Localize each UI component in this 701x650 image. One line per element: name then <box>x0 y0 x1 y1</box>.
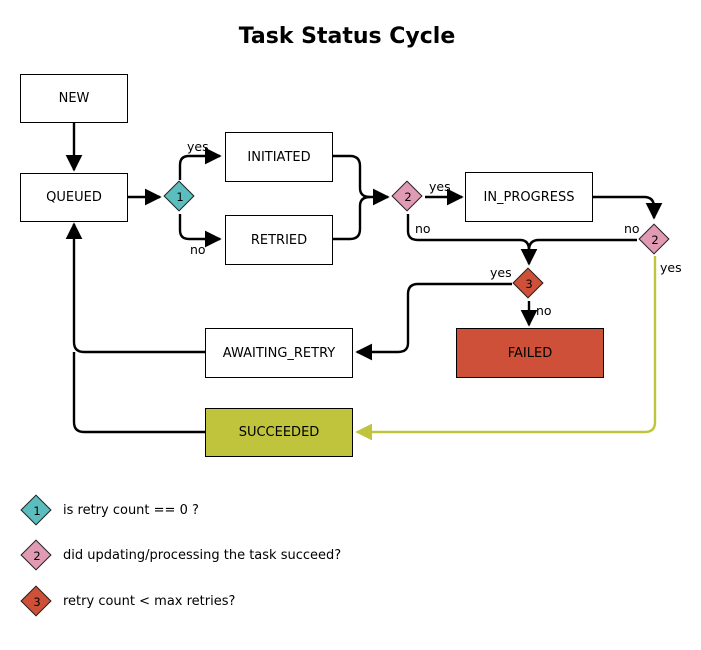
edge-label-d2b-yes: yes <box>660 260 682 275</box>
state-retried: RETRIED <box>225 215 333 265</box>
state-failed-label: FAILED <box>507 345 553 361</box>
legend-diamond-3: 3 <box>20 585 54 619</box>
legend-text-1: is retry count == 0 ? <box>63 503 199 518</box>
state-awaiting-retry-label: AWAITING_RETRY <box>222 345 336 361</box>
edge-d3-awaiting-retry <box>355 282 512 361</box>
edge-d2b-d3 <box>527 238 637 251</box>
decision-2-update-succeeded: 2 <box>391 180 425 214</box>
state-succeeded: SUCCEEDED <box>205 408 353 457</box>
edge-awaiting-retry-queued <box>65 222 205 354</box>
state-queued-label: QUEUED <box>46 190 102 205</box>
decision-2-processing-succeeded: 2 <box>638 223 672 257</box>
decision-number: 2 <box>404 190 412 204</box>
diagram-title: Task Status Cycle <box>238 24 456 49</box>
edge-label-d3-yes: yes <box>490 265 512 280</box>
legend-number: 1 <box>33 504 41 518</box>
decision-number: 1 <box>176 190 184 204</box>
legend-number: 2 <box>33 549 41 563</box>
edge-label-d2a-no: no <box>415 221 431 236</box>
state-in-progress: IN_PROGRESS <box>465 172 593 222</box>
state-in-progress-label: IN_PROGRESS <box>483 189 575 205</box>
legend-text-3: retry count < max retries? <box>63 594 236 609</box>
state-new: NEW <box>20 74 128 123</box>
edge-label-d2b-no: no <box>624 221 640 236</box>
edge-label-d3-no: no <box>536 303 552 318</box>
edge-in-progress-d2b <box>592 195 663 220</box>
legend-text-2: did updating/processing the task succeed… <box>63 548 342 563</box>
state-initiated-label: INITIATED <box>247 149 311 165</box>
edge-d1-initiated <box>178 147 222 180</box>
state-awaiting-retry: AWAITING_RETRY <box>205 328 353 378</box>
edge-d1-retried <box>178 214 222 248</box>
legend-diamond-1: 1 <box>20 494 54 528</box>
decision-3-retry-below-max: 3 <box>512 267 546 301</box>
state-initiated: INITIATED <box>225 132 333 182</box>
state-queued: QUEUED <box>20 173 128 222</box>
legend-diamond-2: 2 <box>20 539 54 573</box>
legend-number: 3 <box>33 595 41 609</box>
edge-label-d1-yes: yes <box>187 139 209 154</box>
state-new-label: NEW <box>58 91 90 106</box>
state-retried-label: RETRIED <box>250 232 308 248</box>
edge-initiated-d2a <box>333 154 390 206</box>
edge-succeeded-queued <box>72 352 205 434</box>
state-failed: FAILED <box>456 328 604 378</box>
edge-d2b-succeeded <box>355 256 657 441</box>
decision-number: 3 <box>525 277 533 291</box>
edge-retried-d2a <box>333 195 371 241</box>
state-succeeded-label: SUCCEEDED <box>238 425 320 440</box>
decision-number: 2 <box>651 233 659 247</box>
decision-1-retry-count-zero: 1 <box>163 180 197 214</box>
edge-label-d1-no: no <box>190 242 206 257</box>
edge-label-d2a-yes: yes <box>429 179 451 194</box>
